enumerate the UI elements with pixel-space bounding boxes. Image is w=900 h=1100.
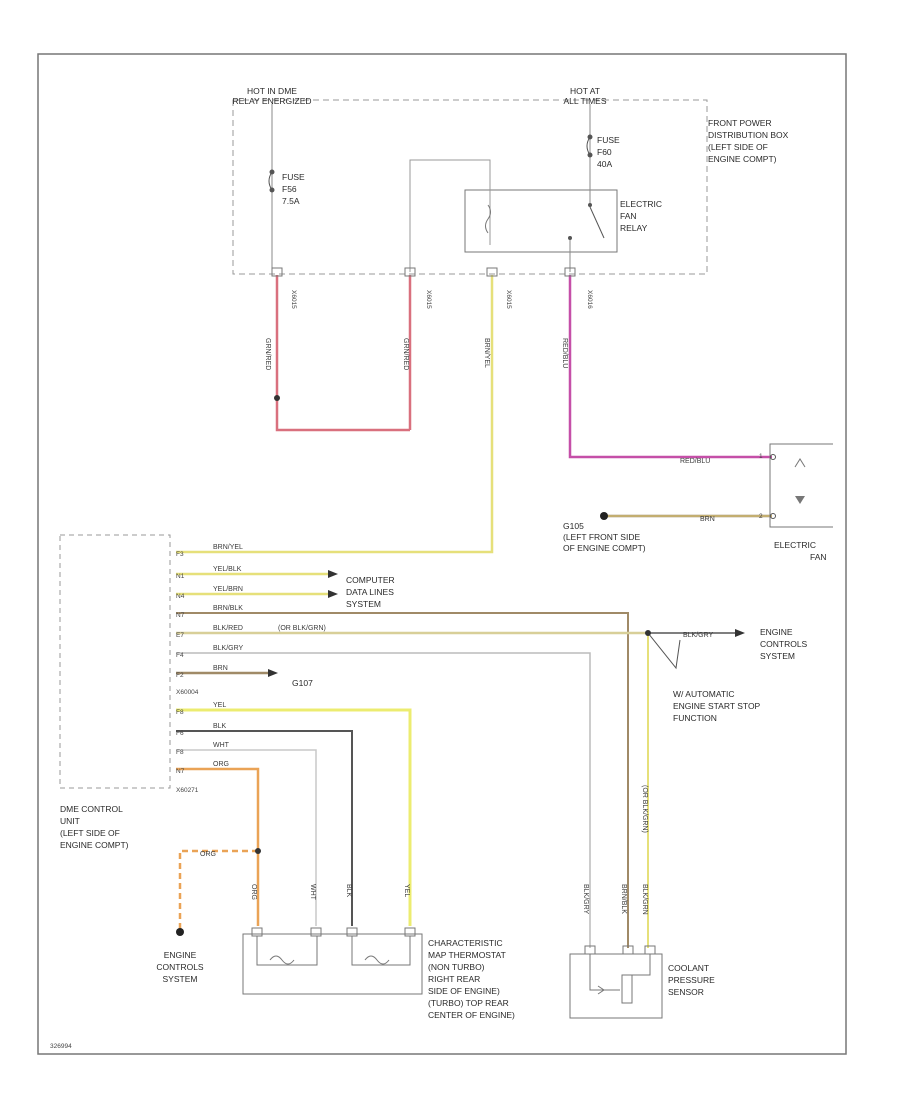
computer-data-arrows bbox=[328, 570, 338, 598]
dme-pin-f8b: F8 bbox=[176, 749, 184, 756]
dme-wire-label-3: BRN/BLK bbox=[213, 605, 243, 612]
dme-pin-f4: F4 bbox=[176, 652, 184, 659]
wire-fuse-out-red bbox=[275, 275, 410, 432]
wire-fan-feed bbox=[568, 275, 772, 459]
wire-dme-org bbox=[176, 767, 260, 926]
g107-arrow bbox=[268, 669, 278, 677]
thermo-leg-label-1: WHT bbox=[309, 884, 316, 901]
dme-wire-label-1: YEL/BLK bbox=[213, 566, 242, 573]
wire-dme-yel bbox=[176, 708, 412, 926]
fan-relay-box bbox=[464, 189, 618, 253]
engine-controls-arrow bbox=[735, 629, 745, 637]
dme-pin-n7: N7 bbox=[176, 612, 185, 619]
fuse-f56 bbox=[268, 169, 275, 193]
dme-pin-e7: E7 bbox=[176, 632, 184, 639]
x60004-label: X60004 bbox=[176, 689, 199, 696]
wire-dme-blk bbox=[176, 730, 353, 926]
connector-label-1: X6015 bbox=[290, 290, 297, 309]
electric-fan-component bbox=[769, 443, 833, 528]
fan-relay-coil bbox=[485, 204, 491, 234]
fuse-f60 bbox=[586, 134, 593, 158]
front-power-box bbox=[232, 99, 708, 275]
start-stop-splice bbox=[645, 630, 651, 636]
diagram-border bbox=[37, 53, 847, 1055]
wire-eng-ctrl-org bbox=[178, 849, 258, 930]
dme-wire-label-kl15: (OR BLK/GRN) bbox=[278, 625, 326, 632]
start-stop-wire-label: BLK/GRY bbox=[683, 632, 714, 639]
sensor-leg-label-0: BLK/GRY bbox=[582, 884, 589, 915]
dme-wire-label-9: WHT bbox=[213, 742, 230, 749]
thermo-leg-label-2: BLK bbox=[345, 884, 352, 898]
sensor-alt-label: (OR BLK/GRN) bbox=[641, 785, 648, 833]
dme-wire-label-0: BRN/YEL bbox=[213, 544, 243, 551]
dme-pin-n1: N1 bbox=[176, 573, 185, 580]
dme-pin-f8a: F8 bbox=[176, 709, 184, 716]
g107-label: G107 bbox=[292, 678, 313, 688]
dme-pin-f2: F2 bbox=[176, 672, 184, 679]
dme-wire-label-7: YEL bbox=[213, 702, 226, 709]
wire-label-relay-coil: GRN/RED bbox=[402, 338, 409, 370]
coolant-sensor-component bbox=[569, 945, 663, 1019]
map-thermostat-component bbox=[242, 927, 423, 995]
dme-pin-n4: N4 bbox=[176, 593, 185, 600]
wire-dme-n7 bbox=[176, 612, 629, 948]
splice-fuse-out bbox=[274, 395, 280, 401]
wire-relay-ctrl bbox=[176, 275, 494, 554]
wire-relay-coil-internal bbox=[409, 159, 491, 272]
dme-pin-f6: F6 bbox=[176, 730, 184, 737]
wire-label-fan-feed-horizontal: RED/BLU bbox=[680, 458, 710, 465]
eng-ctrl-bottom-wire-label: ORG bbox=[200, 851, 216, 858]
wire-label-fuse-out: GRN/RED bbox=[264, 338, 271, 370]
wire-label-fan-feed: RED/BLU bbox=[561, 338, 568, 368]
dme-wire-label-5: BLK/GRY bbox=[213, 645, 244, 652]
dme-pin-f3: F3 bbox=[176, 551, 184, 558]
fan-pin-2: 2 bbox=[759, 513, 763, 520]
dme-wire-label-4: BLK/RED bbox=[213, 625, 243, 632]
sensor-leg-label-1: BRN/BLK bbox=[620, 884, 627, 914]
wire-label-relay-ctrl: BRN/YEL bbox=[483, 338, 490, 368]
dme-wire-label-6: BRN bbox=[213, 665, 228, 672]
wire-fuse-f60-internal bbox=[569, 104, 591, 272]
wire-dme-wht bbox=[176, 749, 317, 926]
thermo-leg-label-3: YEL bbox=[403, 884, 410, 897]
x6015-terminals bbox=[271, 267, 576, 277]
connector-label-2: X6015 bbox=[425, 290, 432, 309]
dme-control-unit-box bbox=[59, 534, 171, 789]
thermo-leg-label-0: ORG bbox=[250, 884, 257, 900]
x60271-label: X60271 bbox=[176, 787, 199, 794]
sensor-leg-label-2: BLK/GRN bbox=[641, 884, 648, 915]
dme-wire-label-10: ORG bbox=[213, 761, 229, 768]
wire-dme-f4 bbox=[176, 652, 591, 948]
wire-label-g105: BRN bbox=[700, 516, 715, 523]
fan-relay-switch bbox=[568, 203, 605, 240]
splice-org bbox=[255, 848, 261, 854]
wire-start-stop-switch bbox=[647, 632, 681, 670]
figure-id: 326994 bbox=[50, 1043, 72, 1050]
g105-ground-point bbox=[600, 512, 608, 520]
dme-wire-label-2: YEL/BRN bbox=[213, 586, 243, 593]
map-thermostat-label: CHARACTERISTIC MAP THERMOSTAT (NON TURBO… bbox=[428, 938, 515, 1020]
dme-wire-label-8: BLK bbox=[213, 723, 227, 730]
engine-controls-bottom-point bbox=[176, 928, 184, 936]
connector-label-3: X6015 bbox=[505, 290, 512, 309]
connector-label-4: X6016 bbox=[586, 290, 593, 309]
dme-pin-n7b: N7 bbox=[176, 768, 185, 775]
fan-pin-1: 1 bbox=[759, 453, 763, 460]
